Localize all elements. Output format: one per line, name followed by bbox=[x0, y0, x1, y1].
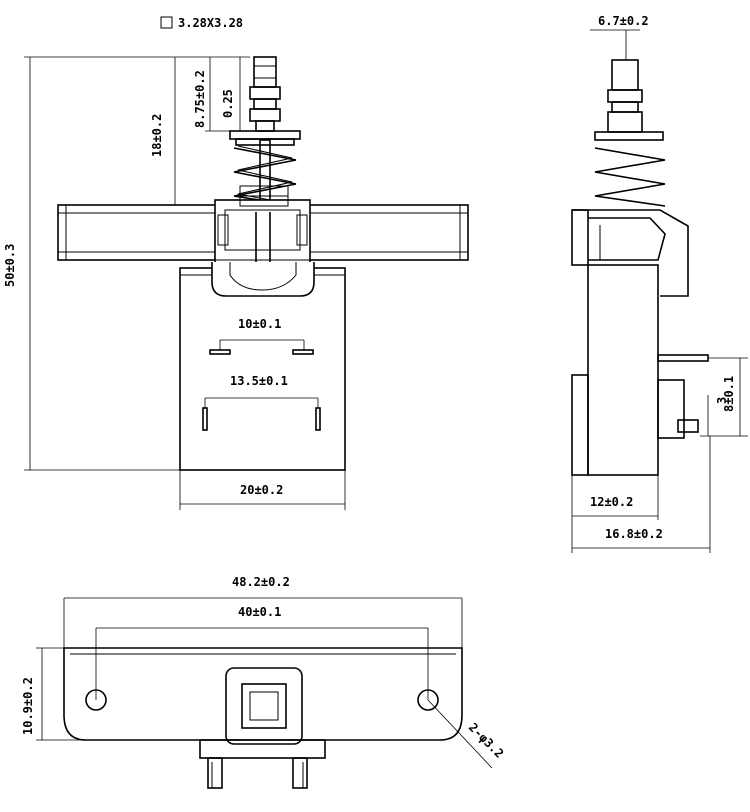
front-mount-bar bbox=[57, 185, 469, 275]
side-top-label: 6.7±0.2 bbox=[598, 14, 649, 28]
groove-label: 0.25 bbox=[221, 89, 235, 118]
side-spring bbox=[594, 147, 666, 207]
front-pin bbox=[229, 56, 301, 146]
short-pitch-label: 10±0.1 bbox=[238, 317, 281, 331]
side-dimensions: 8±0.1 3 12±0.2 16.8±0.2 bbox=[571, 357, 748, 553]
front-view: 3.28X3.28 bbox=[3, 16, 469, 510]
side-view: 6.7±0.2 bbox=[571, 14, 748, 553]
bottom-view: 48.2±0.2 40±0.1 10.9±0.2 2-φ3.2 bbox=[21, 575, 507, 789]
side-body bbox=[571, 264, 709, 476]
front-dimensions: 50±0.3 18±0.2 8.75±0.2 0.25 10±0.1 13.5±… bbox=[3, 56, 346, 510]
square-symbol bbox=[160, 16, 173, 29]
bottom-pitch-label: 40±0.1 bbox=[238, 605, 281, 619]
body-width-label: 20±0.2 bbox=[240, 483, 283, 497]
front-body bbox=[172, 259, 352, 471]
side-pin-width-label: 3 bbox=[715, 397, 729, 404]
height-total-label: 50±0.3 bbox=[3, 244, 17, 287]
right-hole bbox=[417, 689, 439, 711]
long-pitch-label: 13.5±0.1 bbox=[230, 374, 288, 388]
left-hole bbox=[85, 689, 107, 711]
side-total-label: 16.8±0.2 bbox=[605, 527, 663, 541]
bottom-total-label: 48.2±0.2 bbox=[232, 575, 290, 589]
side-pin bbox=[594, 59, 664, 141]
stroke-label: 8.75±0.2 bbox=[193, 70, 207, 128]
height-shaft-label: 18±0.2 bbox=[150, 114, 164, 157]
side-pin-height-label: 8±0.1 bbox=[722, 376, 736, 412]
bottom-height-label: 10.9±0.2 bbox=[21, 677, 35, 735]
side-body-label: 12±0.2 bbox=[590, 495, 633, 509]
side-clip bbox=[571, 209, 689, 297]
hole-spec-label: 2-φ3.2 bbox=[466, 720, 507, 761]
pin-square-label: 3.28X3.28 bbox=[178, 16, 243, 30]
